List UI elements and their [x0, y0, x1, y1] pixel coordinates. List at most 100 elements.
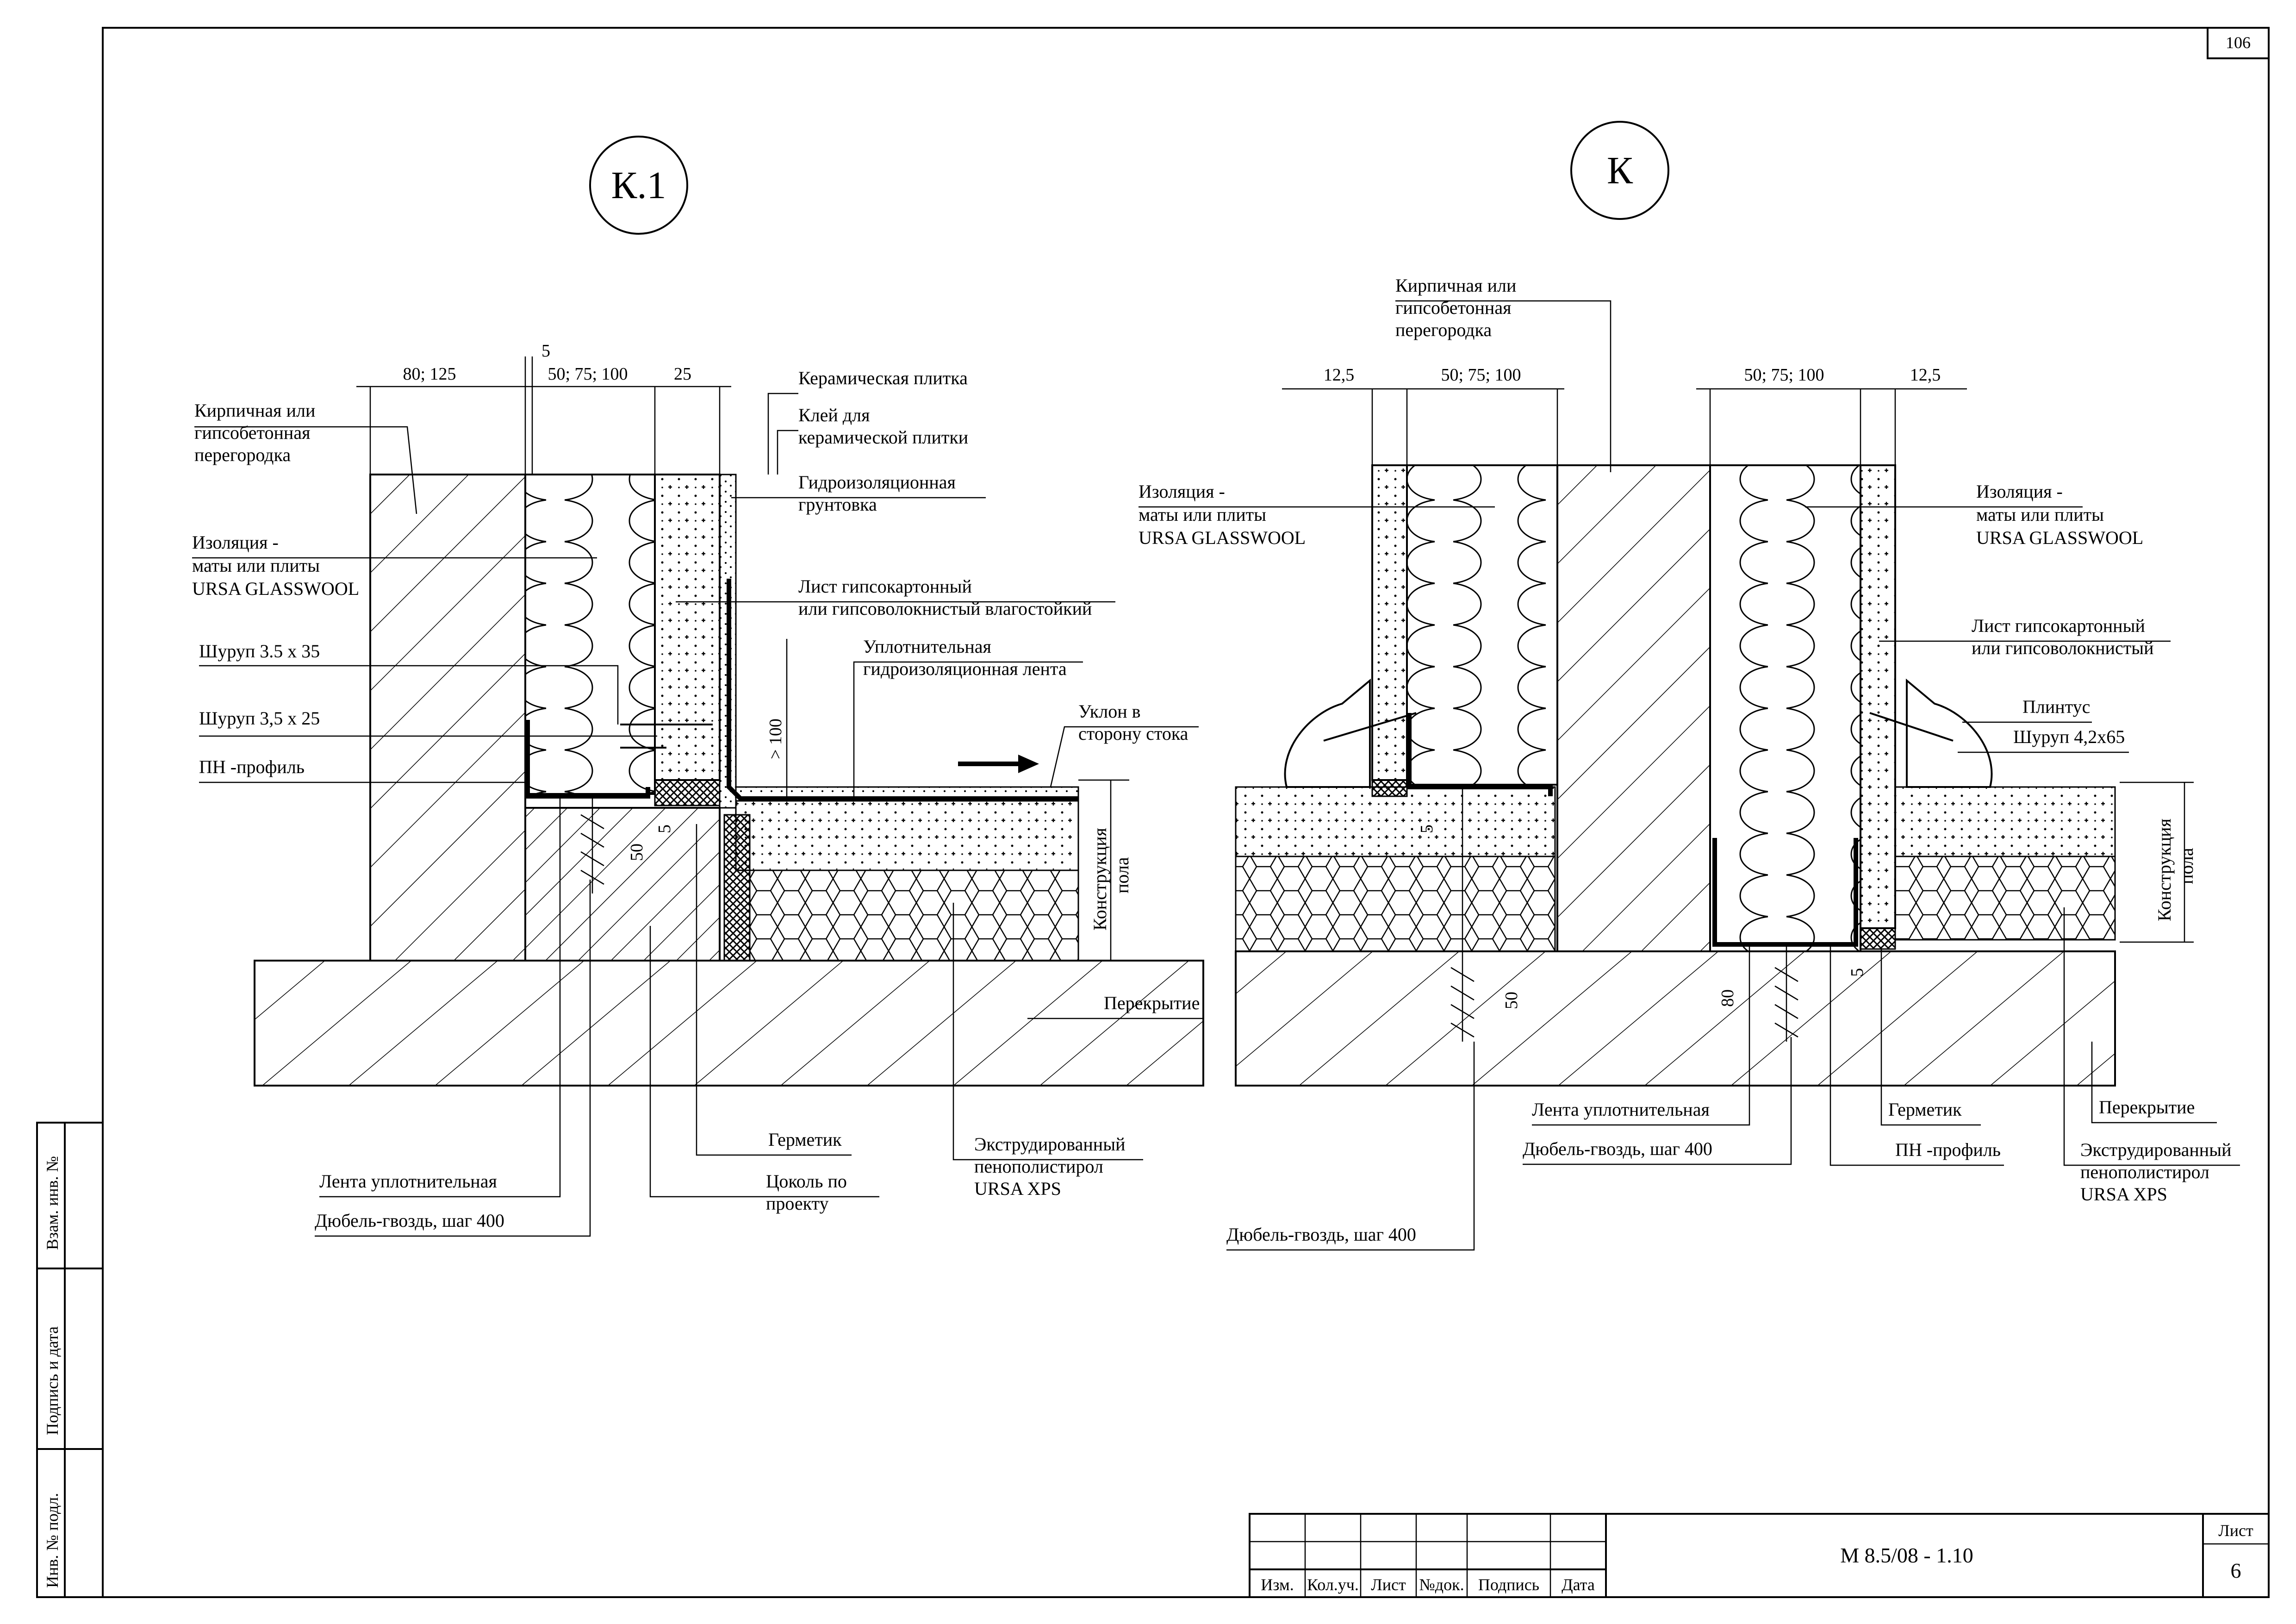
- k1-label-primer-1: Гидроизоляционная: [798, 472, 956, 493]
- k-label-insulation-left-2: маты или плиты: [1139, 504, 1266, 525]
- k1-label-plinth-base-1: Цоколь по: [766, 1171, 847, 1192]
- k-dim-5b: 5: [1848, 968, 1867, 977]
- k-label-plinth: Плинтус: [2022, 696, 2090, 717]
- k-left-gypsum: [1371, 464, 1408, 781]
- k1-label-floor-2: пола: [1112, 857, 1132, 893]
- k-left-plinth-icon: [1284, 678, 1371, 788]
- k-right-insulation: [1709, 464, 1861, 952]
- k-dowel-right-icon: [1774, 944, 1798, 1042]
- k1-label-insulation-3: URSA GLASSWOOL: [192, 578, 359, 599]
- k1-dim-2: 5: [541, 341, 550, 361]
- k-dim-80: 80: [1718, 989, 1737, 1007]
- k-brick-partition: [1556, 464, 1711, 952]
- k-right-floor-screed: [1894, 786, 2116, 857]
- k-label-insulation-right-2: маты или плиты: [1976, 504, 2104, 525]
- k1-dim-4: 25: [674, 364, 691, 384]
- k1-label-floor-1: Конструкция: [1089, 828, 1110, 931]
- k-right-floor-xps: [1894, 856, 2116, 941]
- title-block: Изм. Кол.уч. Лист №док. Подпись Дата М 8…: [1249, 1513, 2270, 1598]
- tb-col-data: Дата: [1562, 1575, 1595, 1594]
- k-right-screw-icon: [1869, 712, 1954, 742]
- k-left-floor-xps: [1235, 856, 1556, 952]
- k1-label-screw-1: Шуруп 3.5 х 35: [199, 641, 320, 662]
- k1-label-slope-1: Уклон в: [1078, 701, 1141, 722]
- k1-label-xps-1: Экструдированный: [974, 1134, 1125, 1155]
- k-label-floor-1: Конструкция: [2154, 818, 2175, 921]
- k-label-slab: Перекрытие: [2099, 1097, 2195, 1118]
- k1-slab: [254, 960, 1204, 1087]
- k1-label-glue-2: керамической плитки: [798, 427, 968, 448]
- k-right-plinth-icon: [1906, 678, 1993, 788]
- detail-k-marker: [1570, 121, 1669, 220]
- k1-label-xps-3: URSA XPS: [974, 1178, 1061, 1199]
- k1-gypsum-board: [654, 474, 721, 781]
- k1-brick-partition: [369, 474, 526, 962]
- k1-plinth-base: [524, 807, 721, 962]
- k-dowel-left-icon: [1450, 787, 1475, 1042]
- k-right-sealant-block: [1860, 927, 1896, 950]
- detail-k1: К.1 80; 1: [192, 136, 1204, 1237]
- k1-floor-screed: [735, 800, 1079, 871]
- k1-floor-xps: [749, 869, 1079, 962]
- detail-k1-marker: [589, 136, 688, 235]
- k1-label-slab: Перекрытие: [1104, 993, 1200, 1013]
- k1-pn-profile: [525, 720, 650, 799]
- k-dim-1: 12,5: [1324, 365, 1355, 385]
- tb-col-kol-uch: Кол.уч.: [1307, 1575, 1359, 1594]
- tb-sheet-value: 6: [2231, 1559, 2241, 1582]
- k-label-partition-3: перегородка: [1395, 319, 1492, 340]
- k1-label-tape: Лента уплотнительная: [319, 1171, 497, 1192]
- k1-label-screw-2: Шуруп 3,5 х 25: [199, 708, 320, 729]
- k-right-gypsum: [1860, 464, 1896, 929]
- k1-label-gypsum-1: Лист гипсокартонный: [798, 576, 972, 597]
- k-label-insulation-right-3: URSA GLASSWOOL: [1976, 527, 2143, 548]
- sheet-number: 106: [2226, 33, 2251, 52]
- k1-label-sealant: Герметик: [768, 1129, 842, 1150]
- k1-dim-5: 5: [655, 824, 674, 833]
- k1-label-seal-tape-1: Уплотнительная: [863, 636, 991, 657]
- stamp-replace-inv: Взам. инв. №: [43, 1156, 62, 1250]
- k-label-gypsum-1: Лист гипсокартонный: [1972, 615, 2145, 636]
- k-label-screw: Шуруп 4,2х65: [2013, 726, 2125, 747]
- detail-k1-label: К.1: [611, 164, 666, 207]
- side-stamps: Взам. инв. № Подпись и дата Инв. № подл.: [36, 1122, 104, 1598]
- k1-floor-edge-strip: [723, 814, 751, 962]
- k1-dim-3: 50; 75; 100: [548, 364, 628, 384]
- tb-col-list: Лист: [1371, 1575, 1406, 1594]
- k1-label-pn-profile: ПН -профиль: [199, 756, 305, 777]
- k1-slope-arrowhead: [1018, 755, 1039, 773]
- k-right-pn-profile: [1712, 838, 1858, 947]
- k-label-sealant: Герметик: [1888, 1099, 1962, 1120]
- k-label-insulation-left-3: URSA GLASSWOOL: [1139, 527, 1306, 548]
- k-label-insulation-right-1: Изоляция -: [1976, 481, 2063, 502]
- k1-insulation: [524, 474, 656, 795]
- k-label-xps-1: Экструдированный: [2080, 1139, 2231, 1160]
- k1-dim-gt100: > 100: [766, 718, 785, 759]
- k-label-xps-3: URSA XPS: [2080, 1184, 2167, 1205]
- k1-label-dowel: Дюбель-гвоздь, шаг 400: [315, 1210, 504, 1231]
- k-label-pn-profile: ПН -профиль: [1895, 1139, 2001, 1160]
- tb-col-podpis: Подпись: [1478, 1575, 1539, 1594]
- k1-label-insulation-1: Изоляция -: [192, 532, 279, 553]
- k-label-tape: Лента уплотнительная: [1532, 1099, 1710, 1120]
- k-label-dowel-2: Дюбель-гвоздь, шаг 400: [1226, 1224, 1416, 1245]
- k1-label-glue-1: Клей для: [798, 405, 870, 425]
- detail-k-label: К: [1607, 149, 1633, 192]
- k1-dowel-icon: [580, 799, 604, 893]
- tb-code: М 8.5/08 - 1.10: [1840, 1543, 1973, 1567]
- k-dim-50: 50: [1502, 992, 1521, 1009]
- stamp-signature-date: Подпись и дата: [43, 1326, 62, 1435]
- k1-label-partition-2: гипсобетонная: [194, 422, 310, 443]
- k1-waterproof-tape: [727, 579, 1078, 801]
- k1-label-insulation-2: маты или плиты: [192, 555, 320, 576]
- k1-label-tile: Керамическая плитка: [798, 368, 968, 388]
- tb-col-izm: Изм.: [1261, 1575, 1294, 1594]
- tb-col-ndok: №док.: [1419, 1575, 1464, 1594]
- k1-dim-1: 80; 125: [403, 364, 456, 384]
- tb-sheet-label: Лист: [2218, 1521, 2253, 1540]
- k-label-insulation-left-1: Изоляция -: [1139, 481, 1225, 502]
- k1-sealant-block: [654, 779, 721, 806]
- sheet-number-box: [2207, 27, 2270, 59]
- k1-dim-50: 50: [627, 843, 647, 861]
